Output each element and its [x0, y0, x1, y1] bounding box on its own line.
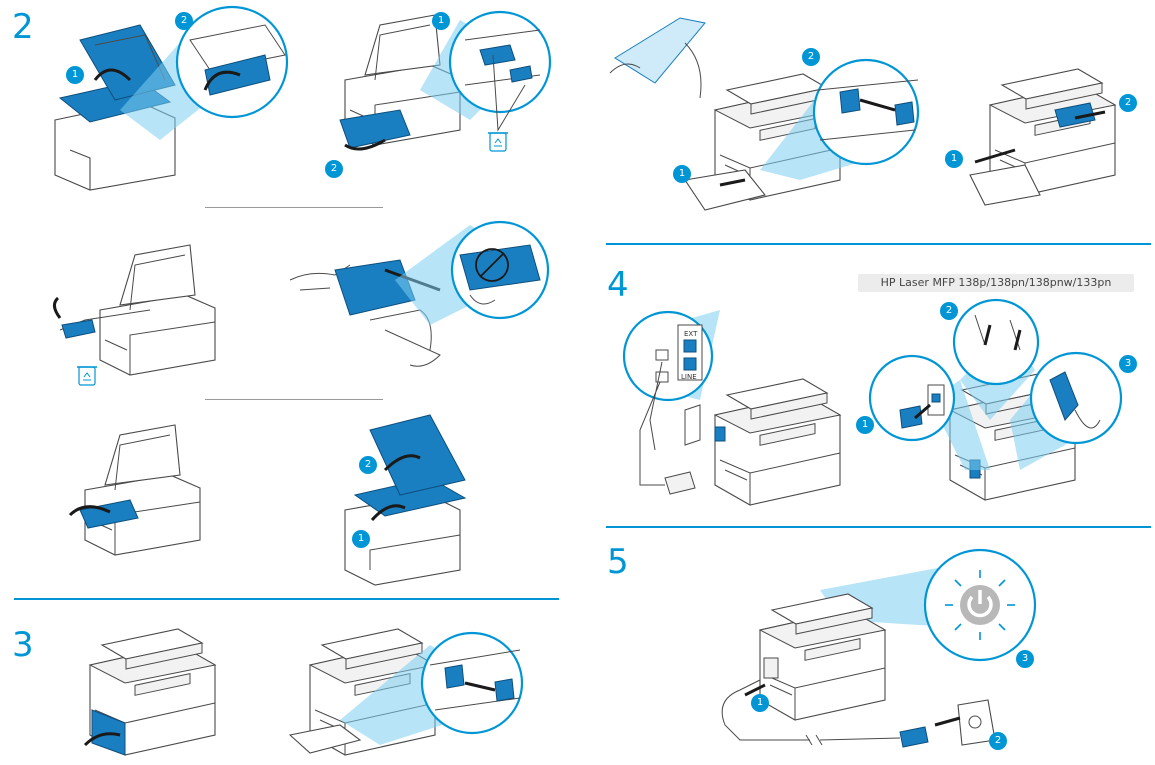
- badge-step4-2: 2: [940, 302, 958, 320]
- badge-step4-1: 1: [856, 416, 874, 434]
- step-number-2: 2: [12, 7, 34, 47]
- badge-right-b-2: 2: [1119, 94, 1137, 112]
- step-number-4: 4: [607, 265, 629, 305]
- recycle-icon: [490, 133, 506, 151]
- jack-label-line: LINE: [681, 373, 697, 381]
- section-divider-2-3: [14, 598, 559, 600]
- step-number-3: 3: [12, 625, 34, 665]
- jack-label-ext: EXT: [684, 330, 698, 338]
- right-printer-b: [969, 68, 1116, 206]
- step3-panel-a: [89, 628, 216, 756]
- step2-panel-e: [79, 424, 201, 556]
- step2-panel-b: [339, 14, 461, 149]
- badge-step2b-1: 1: [432, 12, 450, 30]
- step5-printer: [759, 593, 886, 721]
- badge-right-a-1: 1: [673, 165, 691, 183]
- step3-panel-b: [288, 628, 436, 756]
- section-divider-4-5: [606, 526, 1151, 528]
- model-label: HP Laser MFP 138p/138pn/138pnw/133pn: [858, 274, 1134, 292]
- power-icon: [960, 585, 1000, 625]
- step2-panel-f: [344, 414, 467, 586]
- badge-step2a-1: 1: [66, 66, 84, 84]
- badge-step2b-2: 2: [325, 160, 343, 178]
- badge-step2f-2: 2: [359, 456, 377, 474]
- badge-step2f-1: 1: [352, 530, 370, 548]
- badge-right-b-1: 1: [945, 150, 963, 168]
- badge-right-a-2: 2: [802, 48, 820, 66]
- step-number-5: 5: [607, 542, 629, 582]
- paper-stack: [609, 17, 706, 99]
- badge-step5-3: 3: [1016, 650, 1034, 668]
- badge-step5-1: 1: [751, 694, 769, 712]
- badge-step4-3: 3: [1119, 355, 1137, 373]
- badge-step2a-2: 2: [175, 12, 193, 30]
- step4-printer-a: [714, 378, 841, 506]
- divider-thin-2: [205, 399, 383, 400]
- section-divider-right-top: [606, 243, 1151, 245]
- recycle-icon: [79, 367, 95, 385]
- divider-thin-1: [205, 207, 383, 208]
- step2-panel-c: [99, 244, 216, 376]
- badge-step5-2: 2: [989, 732, 1007, 750]
